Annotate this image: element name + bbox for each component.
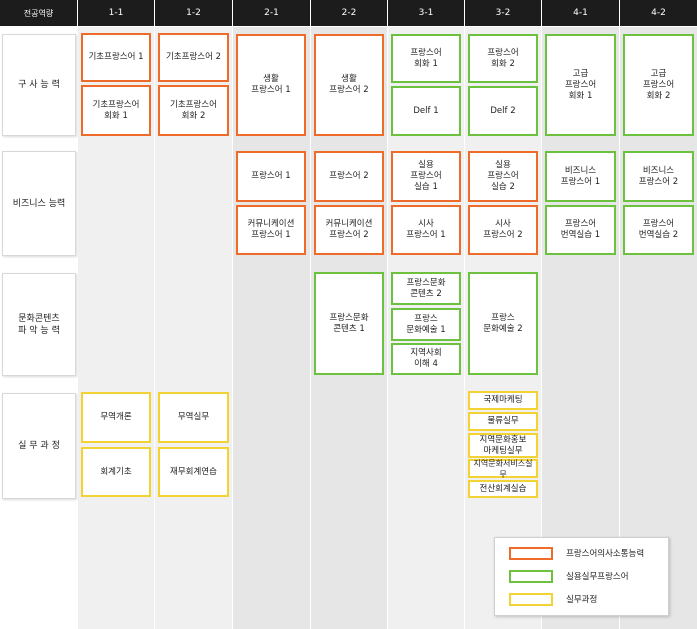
course-box[interactable]: 생활 프랑스어 1 <box>236 34 306 136</box>
course-box[interactable]: 커뮤니케이션 프랑스어 2 <box>314 205 384 255</box>
course-box[interactable]: 지역문화서비스실무 <box>468 459 538 479</box>
header-semester-2-2: 2-2 <box>311 0 387 26</box>
header-semester-4-2: 4-2 <box>620 0 697 26</box>
course-box[interactable]: 기초프랑스어 2 <box>158 33 229 82</box>
header-row: 전공역량 1-1 1-2 2-1 2-2 3-1 3-2 4-1 4-2 <box>0 0 697 26</box>
course-box[interactable]: 프랑스문화 콘텐츠 1 <box>314 272 384 375</box>
course-box[interactable]: 고급 프랑스어 회화 2 <box>623 34 694 136</box>
header-semester-1-1: 1-1 <box>78 0 154 26</box>
course-box[interactable]: 실용 프랑스어 실습 2 <box>468 151 538 202</box>
row-label-practical: 실 무 과 정 <box>2 393 76 499</box>
course-box[interactable]: 재무회계연습 <box>158 447 229 497</box>
course-box[interactable]: 프랑스어 1 <box>236 151 306 202</box>
legend-item: 프랑스어의사소통능력 <box>509 545 644 561</box>
course-box[interactable]: 회계기초 <box>81 447 151 497</box>
course-box[interactable]: 무역실무 <box>158 392 229 443</box>
legend-label: 프랑스어의사소통능력 <box>566 549 645 559</box>
legend-item: 실무과정 <box>509 591 597 607</box>
header-semester-2-1: 2-1 <box>233 0 310 26</box>
course-box[interactable]: 고급 프랑스어 회화 1 <box>545 34 616 136</box>
course-box[interactable]: 물류실무 <box>468 412 538 431</box>
header-corner: 전공역량 <box>0 0 77 26</box>
row-label-culture-content: 문화콘텐츠 파 악 능 력 <box>2 273 76 376</box>
course-box[interactable]: 기초프랑스어 회화 2 <box>158 85 229 136</box>
course-box[interactable]: Delf 1 <box>391 86 461 136</box>
row-label-business: 비즈니스 능력 <box>2 151 76 256</box>
course-box[interactable]: 프랑스문화 콘텐츠 2 <box>391 272 461 305</box>
legend-label: 실무과정 <box>566 595 598 605</box>
course-box[interactable]: 지역사회 이해 4 <box>391 343 461 375</box>
course-box[interactable]: 비즈니스 프랑스어 2 <box>623 151 694 202</box>
course-box[interactable]: 프랑스어 2 <box>314 151 384 202</box>
legend-swatch-yellow <box>509 592 553 606</box>
course-box[interactable]: 프랑스어 회화 2 <box>468 34 538 83</box>
header-semester-3-1: 3-1 <box>388 0 464 26</box>
course-box[interactable]: 생활 프랑스어 2 <box>314 34 384 136</box>
course-box[interactable]: 프랑스어 회화 1 <box>391 34 461 83</box>
header-semester-1-2: 1-2 <box>155 0 232 26</box>
course-box[interactable]: 기초프랑스어 1 <box>81 33 151 82</box>
course-box[interactable]: 프랑스어 번역실습 1 <box>545 205 616 255</box>
course-box[interactable]: 프랑스 문화예술 2 <box>468 272 538 375</box>
course-box[interactable]: 비즈니스 프랑스어 1 <box>545 151 616 202</box>
legend-item: 실용실무프랑스어 <box>509 568 629 584</box>
legend-swatch-orange <box>509 546 553 560</box>
header-semester-4-1: 4-1 <box>542 0 619 26</box>
course-box[interactable]: 시사 프랑스어 2 <box>468 205 538 255</box>
course-box[interactable]: 국제마케팅 <box>468 391 538 410</box>
legend: 프랑스어의사소통능력 실용실무프랑스어 실무과정 <box>494 537 669 616</box>
course-box[interactable]: 실용 프랑스어 실습 1 <box>391 151 461 202</box>
legend-label: 실용실무프랑스어 <box>566 572 629 582</box>
course-box[interactable]: 기초프랑스어 회화 1 <box>81 85 151 136</box>
legend-swatch-green <box>509 569 553 583</box>
course-box[interactable]: Delf 2 <box>468 86 538 136</box>
course-box[interactable]: 프랑스 문화예술 1 <box>391 308 461 341</box>
course-box[interactable]: 무역개론 <box>81 392 151 443</box>
header-semester-3-2: 3-2 <box>465 0 541 26</box>
course-box[interactable]: 프랑스어 번역실습 2 <box>623 205 694 255</box>
course-box[interactable]: 전산회계실습 <box>468 480 538 498</box>
course-box[interactable]: 시사 프랑스어 1 <box>391 205 461 255</box>
row-label-speaking: 구 사 능 력 <box>2 34 76 136</box>
course-box[interactable]: 커뮤니케이션 프랑스어 1 <box>236 205 306 255</box>
course-box[interactable]: 지역문화홍보 마케팅실무 <box>468 433 538 458</box>
